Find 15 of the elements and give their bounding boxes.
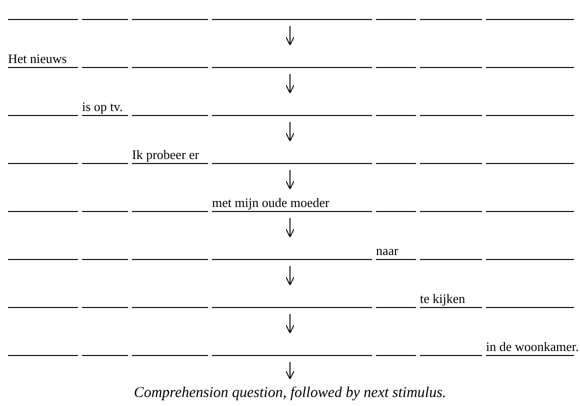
caption-text: Comprehension question, followed by next stimulus. <box>0 384 580 402</box>
arrow <box>286 74 294 94</box>
arrow <box>286 362 294 380</box>
word-segment: Het nieuws <box>8 50 78 68</box>
arrow <box>286 218 294 238</box>
word-segment: met mijn oude moeder <box>212 194 372 212</box>
word-segment: naar <box>376 242 416 260</box>
arrow <box>286 26 294 46</box>
word-segment: Ik probeer er <box>132 146 208 164</box>
arrow <box>286 266 294 286</box>
word-segment: is op tv. <box>82 98 128 116</box>
arrow <box>286 170 294 190</box>
arrow <box>286 314 294 334</box>
word-segment: te kijken <box>420 290 482 308</box>
arrow <box>286 122 294 142</box>
